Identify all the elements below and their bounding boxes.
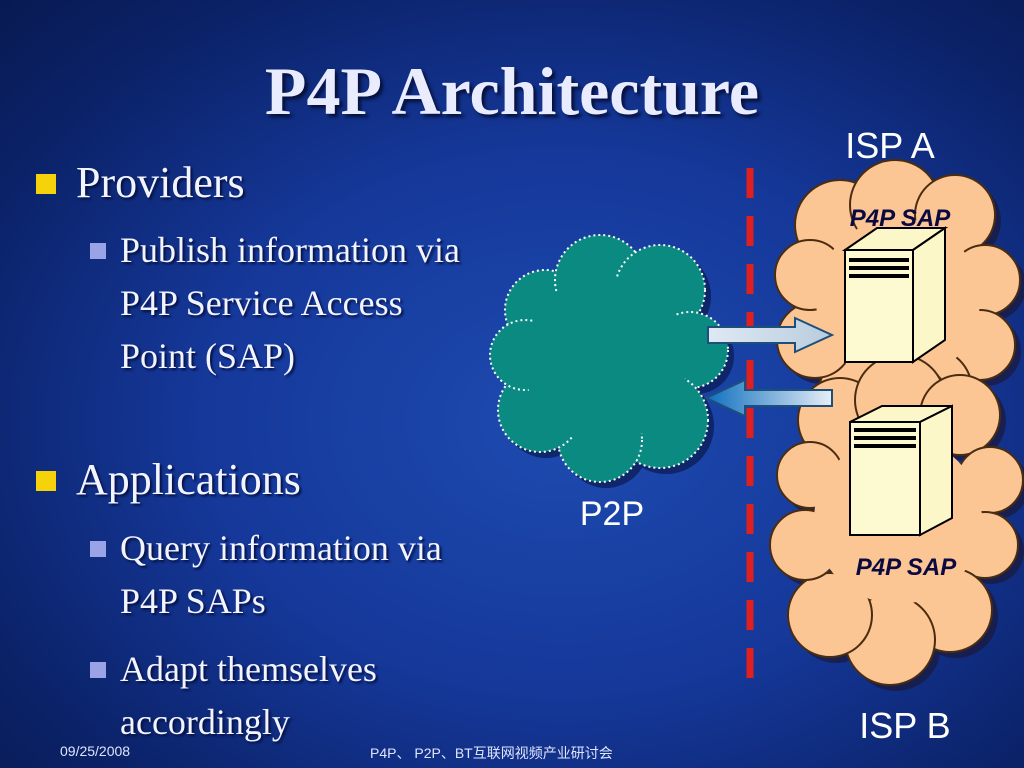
- sap-server-bottom-icon: [849, 404, 953, 537]
- footer-date: 09/25/2008: [60, 743, 131, 759]
- square-bullet-icon: [90, 243, 106, 259]
- square-bullet-icon: [36, 174, 56, 194]
- sub-bullet-query: Query information via P4P SAPs: [90, 522, 480, 628]
- arrow-right-icon: [707, 316, 835, 354]
- sap-bottom-label: P4P SAP: [856, 554, 957, 581]
- sub-bullet-text: Publish information via P4P Service Acce…: [120, 230, 460, 376]
- isp-a-label: ISP A: [845, 125, 934, 166]
- square-bullet-icon: [90, 541, 106, 557]
- bullet-text: Providers: [76, 158, 245, 207]
- p2p-label: P2P: [580, 495, 644, 533]
- sub-bullet-text: Adapt themselves accordingly: [120, 649, 377, 742]
- arrow-left-icon: [703, 378, 833, 418]
- sub-bullet-publish: Publish information via P4P Service Acce…: [90, 224, 480, 383]
- square-bullet-icon: [36, 471, 56, 491]
- square-bullet-icon: [90, 662, 106, 678]
- sap-top-label: P4P SAP: [850, 205, 951, 232]
- sap-server-top-icon: [841, 226, 949, 364]
- isp-b-label: ISP B: [859, 705, 950, 746]
- sub-bullet-text: Query information via P4P SAPs: [120, 528, 442, 621]
- footer-center: P4P、 P2P、BT互联网视频产业研讨会: [370, 745, 613, 761]
- p2p-cloud: [489, 234, 734, 488]
- bullet-applications: Applications: [36, 455, 301, 505]
- slide-title: P4P Architecture: [264, 53, 760, 129]
- sub-bullet-adapt: Adapt themselves accordingly: [90, 643, 480, 749]
- bullet-text: Applications: [76, 455, 301, 504]
- bullet-providers: Providers: [36, 158, 245, 208]
